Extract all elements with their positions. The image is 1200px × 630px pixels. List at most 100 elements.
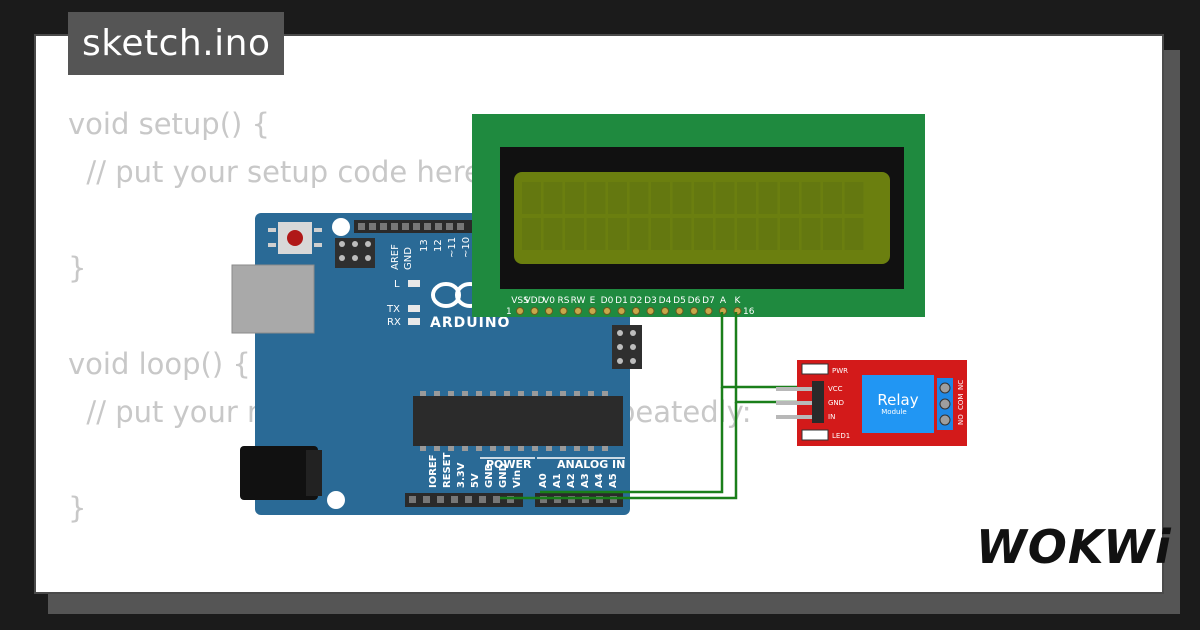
- lcd-char-cell: [715, 218, 735, 250]
- relay-pin-in: IN: [828, 413, 835, 421]
- terminal-screw: [939, 398, 951, 410]
- pin-label: A3: [580, 473, 591, 488]
- led-rx: [408, 318, 420, 325]
- code-line: }: [68, 251, 87, 285]
- lcd-char-cell: [543, 218, 563, 250]
- lcd-pin-label: D5: [673, 296, 686, 306]
- lcd-pin-label: D3: [644, 296, 657, 306]
- lcd-pin[interactable]: [646, 307, 655, 315]
- lcd-pin-label: E: [590, 296, 596, 306]
- lcd-char-cell: [608, 182, 627, 214]
- lcd-char-cell: [672, 182, 692, 214]
- lcd-char-cell: [629, 182, 649, 214]
- pin-label: 5V: [470, 473, 481, 488]
- lcd-char-cell: [565, 218, 584, 250]
- code-line: }: [68, 491, 87, 525]
- wire-vcc[interactable]: [720, 312, 802, 389]
- led-label-tx: TX: [386, 304, 400, 315]
- pin-label: AREF: [390, 244, 401, 270]
- lcd-pin-number-first: 1: [506, 307, 512, 317]
- power-header: [405, 493, 523, 507]
- lcd-pin-label: VDD: [524, 296, 544, 306]
- lcd-pin-label: D4: [659, 296, 672, 306]
- lcd-pin[interactable]: [617, 307, 626, 315]
- lcd-pin[interactable]: [559, 307, 568, 315]
- lcd-char-cell: [801, 218, 821, 250]
- lcd-char-cell: [758, 182, 778, 214]
- lcd-pin[interactable]: [661, 307, 669, 315]
- lcd-char-cell: [737, 182, 756, 214]
- lcd-char-cell: [651, 218, 670, 250]
- mounting-hole: [327, 491, 345, 509]
- pin-label: ~11: [447, 237, 458, 258]
- pin-label: RESET: [442, 452, 453, 488]
- pin-label: 12: [433, 239, 444, 252]
- lcd-pin[interactable]: [530, 307, 539, 315]
- lcd-pin-number-last: 16: [743, 307, 755, 317]
- atmega-chip: [413, 396, 623, 446]
- power-jack-rim: [306, 450, 322, 496]
- lcd-char-cell: [737, 218, 756, 250]
- lcd-pin[interactable]: [675, 307, 684, 315]
- reset-pin: [314, 243, 322, 247]
- lcd-char-cell: [780, 218, 799, 250]
- digital-header-labels: AREF GND 13 12 ~11 ~10: [390, 237, 472, 270]
- lcd-pin-label: D7: [702, 296, 715, 306]
- wire-a0[interactable]: [540, 387, 724, 494]
- reset-pin: [268, 243, 276, 247]
- lcd-char-cell: [715, 182, 735, 214]
- pwr-led: [801, 363, 829, 375]
- lcd-pin[interactable]: [690, 307, 698, 315]
- lcd-char-cell: [565, 182, 584, 214]
- lcd-pin-label: K: [735, 296, 742, 306]
- reset-pin: [268, 228, 276, 232]
- lcd-pin[interactable]: [545, 307, 553, 315]
- lcd-pin-label: RS: [558, 296, 570, 306]
- relay-pin-vcc: VCC: [828, 385, 843, 393]
- relay-pin-gnd: GND: [828, 399, 844, 407]
- pin-label: GND: [403, 247, 414, 270]
- pin-label: Vin: [512, 470, 523, 488]
- lcd-pin[interactable]: [632, 307, 640, 315]
- lcd-char-cell: [586, 218, 606, 250]
- lcd-pin[interactable]: [574, 307, 582, 315]
- lcd-char-cell: [780, 182, 799, 214]
- lcd-char-cell: [844, 218, 864, 250]
- lcd-char-cell: [823, 218, 842, 250]
- lcd-pin-label: A: [720, 296, 727, 306]
- lcd-pin-label: V0: [543, 296, 555, 306]
- lcd-char-cell: [651, 182, 670, 214]
- relay-module[interactable]: PWR LED1 VCC GND IN Relay Module NO COM: [776, 360, 967, 446]
- analog-header: [535, 493, 623, 507]
- pin-label: IOREF: [428, 454, 439, 488]
- lcd-pin[interactable]: [603, 307, 611, 315]
- pin-label: 3.3V: [456, 462, 467, 488]
- relay-body: [862, 375, 934, 433]
- lcd-pin-label: D2: [630, 296, 643, 306]
- pwr-led-label: PWR: [832, 367, 848, 375]
- lcd-pin[interactable]: [516, 307, 524, 315]
- lcd-char-cell: [522, 218, 541, 250]
- terminal-label: NO: [957, 414, 965, 425]
- reset-button[interactable]: [287, 230, 303, 246]
- lcd-char-cell: [844, 182, 864, 214]
- file-tab[interactable]: sketch.ino: [68, 12, 285, 75]
- code-line: void setup() {: [68, 107, 270, 141]
- wokwi-logo: WOKWi: [976, 520, 1172, 574]
- terminal-label: COM: [957, 394, 965, 410]
- lcd-char-cell: [801, 182, 821, 214]
- lcd-pin[interactable]: [588, 307, 597, 315]
- lcd-pin[interactable]: [704, 307, 713, 315]
- led-label-rx: RX: [387, 317, 401, 328]
- lcd-char-cell: [694, 218, 713, 250]
- lcd-char-cell: [543, 182, 563, 214]
- pin-label: GND: [498, 463, 509, 488]
- pin-label: GND: [484, 463, 495, 488]
- arduino-brand: ARDUINO: [430, 315, 510, 331]
- lcd-character-grid: [522, 182, 864, 250]
- wire-gnd-arduino[interactable]: [500, 402, 738, 500]
- led-tx: [408, 305, 420, 312]
- analog-group-label: ANALOG IN: [557, 458, 625, 471]
- relay-title: Relay: [877, 391, 918, 409]
